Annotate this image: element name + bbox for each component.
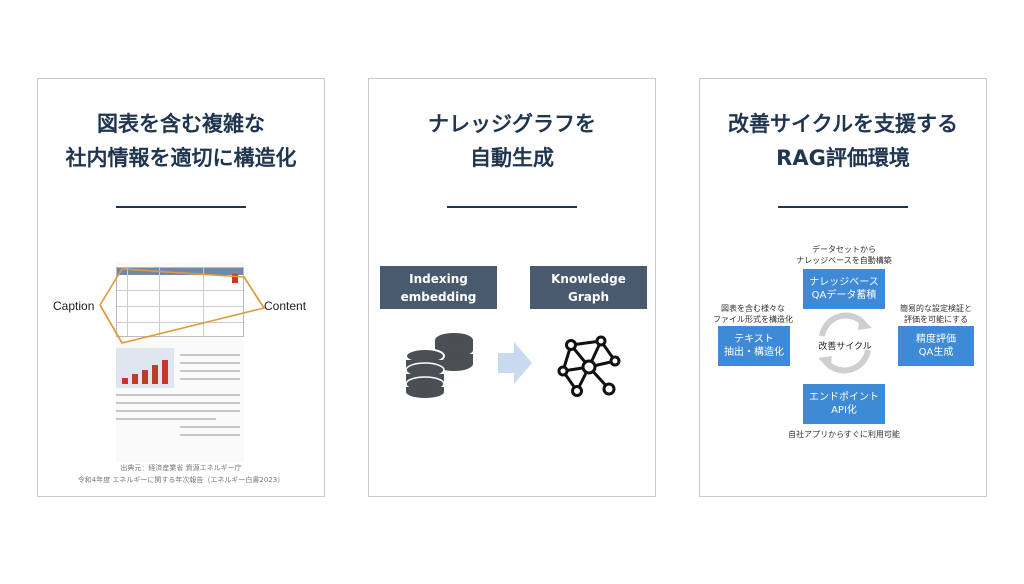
- text-extraction-box: テキスト 抽出・構造化: [718, 326, 790, 366]
- title-line-2: 自動生成: [470, 146, 554, 170]
- accuracy-evaluation-box: 精度評価 QA生成: [898, 326, 974, 366]
- left-note: 図表を含む様々な ファイル形式を構造化: [708, 303, 798, 325]
- left-box-line-2: 抽出・構造化: [724, 347, 784, 358]
- right-note-line-2: 評価を可能にする: [903, 315, 969, 324]
- cycle-arrows-icon: [818, 312, 872, 374]
- document-chart: [116, 348, 174, 388]
- divider: [778, 206, 908, 208]
- knowledge-base-box: ナレッジベース QAデータ蓄積: [803, 269, 885, 309]
- document-thumbnail: [116, 262, 244, 462]
- caption-content-lines: [99, 268, 266, 344]
- caption-label: Caption: [53, 299, 95, 313]
- top-note-line-1: データセットから: [812, 245, 876, 254]
- cycle-label: 改善サイクル: [818, 342, 872, 352]
- title-line-1: 改善サイクルを支援する: [728, 112, 958, 136]
- knowledge-graph-box: Knowledge Graph: [530, 266, 647, 309]
- card-title: ナレッジグラフを 自動生成: [369, 107, 655, 175]
- title-line-1: 図表を含む複雑な: [97, 112, 265, 136]
- card-title: 図表を含む複雑な 社内情報を適切に構造化: [38, 107, 324, 175]
- knowledge-graph-card: ナレッジグラフを 自動生成 Indexing embedding Knowled…: [368, 78, 656, 497]
- title-line-2: 社内情報を適切に構造化: [65, 146, 297, 170]
- card-title: 改善サイクルを支援する RAG評価環境: [700, 107, 986, 175]
- knowledge-line-2: Graph: [568, 289, 609, 304]
- arrow-right-icon: [498, 342, 532, 384]
- rag-evaluation-card: 改善サイクルを支援する RAG評価環境 データセットから ナレッジベースを自動構…: [699, 78, 987, 497]
- bottom-box-line-1: エンドポイント: [809, 392, 879, 403]
- left-note-line-1: 図表を含む様々な: [721, 304, 785, 313]
- top-note: データセットから ナレッジベースを自動構築: [774, 244, 914, 266]
- top-note-line-2: ナレッジベースを自動構築: [796, 256, 892, 265]
- knowledge-line-1: Knowledge: [551, 271, 626, 286]
- right-note: 簡易的な設定検証と 評価を可能にする: [890, 303, 982, 325]
- title-line-2: RAG評価環境: [776, 146, 910, 170]
- endpoint-box: エンドポイント API化: [803, 384, 885, 424]
- indexing-box: Indexing embedding: [380, 266, 497, 309]
- top-box-line-1: ナレッジベース: [809, 277, 879, 288]
- bottom-box-line-2: API化: [831, 405, 857, 416]
- right-box-line-2: QA生成: [918, 347, 954, 358]
- database-icon: [405, 333, 473, 398]
- source-line-1: 出典元：経済産業省 資源エネルギー庁: [120, 464, 242, 472]
- network-graph-icon: [557, 335, 621, 397]
- source-line-2: 令和4年度 エネルギーに関する年次報告（エネルギー白書2023）: [77, 476, 285, 484]
- structuring-card: 図表を含む複雑な 社内情報を適切に構造化 Caption: [37, 78, 325, 497]
- indexing-line-2: embedding: [400, 289, 477, 304]
- document-table: [116, 267, 244, 337]
- title-line-1: ナレッジグラフを: [428, 112, 596, 136]
- bottom-note: 自社アプリからすぐに利用可能: [788, 430, 900, 439]
- stamp-icon: [232, 274, 238, 283]
- divider: [447, 206, 577, 208]
- top-box-line-2: QAデータ蓄積: [811, 290, 877, 301]
- left-box-line-1: テキスト: [734, 334, 774, 345]
- divider: [116, 206, 246, 208]
- right-note-line-1: 簡易的な設定検証と: [900, 304, 972, 313]
- content-label: Content: [264, 299, 307, 313]
- indexing-line-1: Indexing: [409, 271, 468, 286]
- left-note-line-2: ファイル形式を構造化: [713, 315, 793, 324]
- right-box-line-1: 精度評価: [916, 334, 956, 345]
